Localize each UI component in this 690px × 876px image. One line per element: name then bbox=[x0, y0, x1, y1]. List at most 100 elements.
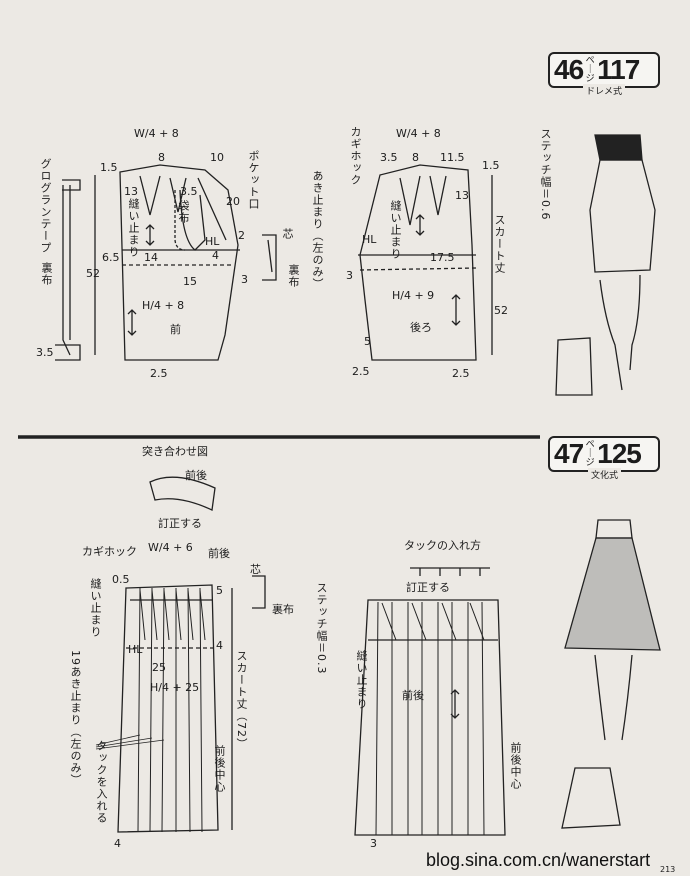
front-skirt-outline bbox=[119, 164, 239, 361]
grosgrain-label: グログランテープ bbox=[39, 158, 52, 254]
drafting-method: 文化式 bbox=[588, 468, 622, 481]
back-dim-11-5: 11.5 bbox=[440, 151, 465, 164]
dim-2-5: 2.5 bbox=[150, 367, 168, 380]
correct-label-2: 訂正する bbox=[406, 581, 450, 594]
dim-25: 25 bbox=[152, 661, 166, 674]
pattern-number: 46 bbox=[554, 54, 584, 85]
back-dim-3-5: 3.5 bbox=[380, 151, 398, 164]
front-back-label: 前後 bbox=[208, 547, 230, 560]
front-length: 52 bbox=[86, 267, 100, 280]
grosgrain-tape bbox=[62, 185, 71, 356]
tuck-panel-left bbox=[117, 584, 219, 833]
pocket-bag bbox=[179, 189, 206, 251]
assembly-front-back: 前後 bbox=[185, 469, 207, 482]
skirt-figure-47 bbox=[564, 537, 661, 651]
drafting-method: ドレメ式 bbox=[583, 84, 626, 97]
dim-3-5: 3.5 bbox=[180, 185, 198, 198]
dim-4: 4 bbox=[212, 249, 219, 262]
pocket-opening-label: ポケット口 bbox=[247, 150, 260, 210]
correct-label: 訂正する bbox=[158, 517, 202, 530]
stitch-stop-label: 縫い止まり bbox=[127, 198, 140, 258]
pocket-line bbox=[197, 177, 227, 241]
interfacing-label: 芯 bbox=[281, 228, 294, 240]
hook-label: カギホック bbox=[349, 126, 362, 186]
stitch-stop-47: 縫い止まり bbox=[89, 578, 102, 638]
center-47: 前後中心 bbox=[213, 745, 226, 793]
dim-3-5-tape: 3.5 bbox=[36, 346, 54, 359]
front-back-47b: 前後 bbox=[402, 689, 424, 702]
back-stitch-stop: 縫い止まり bbox=[389, 200, 402, 260]
opening-47: 19あき止まり（左のみ） bbox=[69, 650, 82, 786]
stitch-stop-47b: 縫い止まり bbox=[355, 650, 368, 710]
page-word: ペ｜ジ bbox=[585, 55, 595, 84]
back-dim-2-5b: 2.5 bbox=[452, 367, 470, 380]
page-number: 117 bbox=[597, 54, 640, 85]
back-dim-17-5: 17.5 bbox=[430, 251, 455, 264]
pocket-fabric-label: 袋布 bbox=[177, 200, 190, 224]
waistband-assembly bbox=[149, 476, 216, 511]
lining-47: 裏布 bbox=[272, 603, 294, 616]
dim-20: 20 bbox=[226, 195, 240, 208]
pattern-number: 47 bbox=[554, 438, 584, 469]
dim-3: 3 bbox=[241, 273, 248, 286]
page-number: 125 bbox=[597, 438, 642, 469]
opening-label: あき止まり（左のみ） bbox=[311, 170, 324, 290]
dim-2: 2 bbox=[238, 229, 245, 242]
dim-0-5: 0.5 bbox=[112, 573, 130, 586]
watermark: blog.sina.com.cn/wanerstart bbox=[426, 850, 651, 870]
back-hip-line-label: HL bbox=[362, 233, 377, 246]
front-dart-2 bbox=[169, 177, 187, 213]
dim-4-bottom: 4 bbox=[114, 837, 121, 850]
skirt-length-47: スカート丈（72） bbox=[235, 650, 248, 750]
center-47b: 前後中心 bbox=[509, 742, 522, 790]
skirt-figure-46 bbox=[589, 159, 656, 273]
interfacing-piece bbox=[262, 234, 277, 281]
front-dart bbox=[139, 175, 161, 216]
lining-label-2: 裏布 bbox=[287, 264, 300, 288]
lining-label: 裏布 bbox=[40, 262, 53, 286]
hip-formula-47: H/4 + 25 bbox=[150, 681, 200, 694]
stitch-width-46: ステッチ幅＝0.6 bbox=[539, 128, 552, 221]
skirt-figure-46-top bbox=[594, 134, 643, 161]
stitch-width-47: ステッチ幅＝0.3 bbox=[315, 582, 328, 675]
interfacing-47: 芯 bbox=[250, 563, 261, 576]
dim-15: 15 bbox=[183, 275, 197, 288]
back-hip-formula: H/4 + 9 bbox=[392, 289, 435, 302]
back-waist-formula: W/4 + 8 bbox=[396, 127, 441, 140]
page-word: ペ｜ジ bbox=[585, 439, 595, 468]
back-dim-3: 3 bbox=[346, 269, 353, 282]
back-dim-1-5: 1.5 bbox=[482, 159, 500, 172]
back-dim-13: 13 bbox=[455, 189, 469, 202]
back-dim-8: 8 bbox=[412, 151, 419, 164]
front-hip-formula: H/4 + 8 bbox=[142, 299, 185, 312]
dim-10: 10 bbox=[210, 151, 224, 164]
back-label: 後ろ bbox=[410, 321, 432, 334]
back-length: 52 bbox=[494, 304, 508, 317]
tuck-panel-right bbox=[354, 599, 506, 836]
dim-1-5: 1.5 bbox=[100, 161, 118, 174]
back-dim-5: 5 bbox=[364, 335, 371, 348]
dim-13: 13 bbox=[124, 185, 138, 198]
page-number-footer: 213 bbox=[660, 865, 676, 874]
dim-3-bottom: 3 bbox=[370, 837, 377, 850]
dim-6-5: 6.5 bbox=[102, 251, 120, 264]
tuck-method-title: タックの入れ方 bbox=[404, 539, 481, 552]
dim-14: 14 bbox=[144, 251, 158, 264]
hook-label-47: カギホック bbox=[82, 545, 137, 558]
pattern-number-badge-46: 46 ペ｜ジ 117 bbox=[548, 52, 660, 88]
dim-4-47: 4 bbox=[216, 639, 223, 652]
skirt-length-label: スカート丈 bbox=[493, 214, 506, 274]
tuck-insert-label: タックを入れる bbox=[95, 740, 108, 824]
small-skirt-46 bbox=[555, 337, 593, 396]
front-label: 前 bbox=[170, 323, 181, 336]
front-waist-formula: W/4 + 8 bbox=[134, 127, 179, 140]
pattern-number-badge-47: 47 ペ｜ジ 125 bbox=[548, 436, 660, 472]
assembly-title: 突き合わせ図 bbox=[142, 445, 208, 458]
hip-line-47: HL bbox=[128, 643, 143, 656]
dim-8: 8 bbox=[158, 151, 165, 164]
small-skirt-47 bbox=[561, 767, 621, 829]
back-dim-2-5: 2.5 bbox=[352, 365, 370, 378]
waist-formula-47: W/4 + 6 bbox=[148, 541, 193, 554]
